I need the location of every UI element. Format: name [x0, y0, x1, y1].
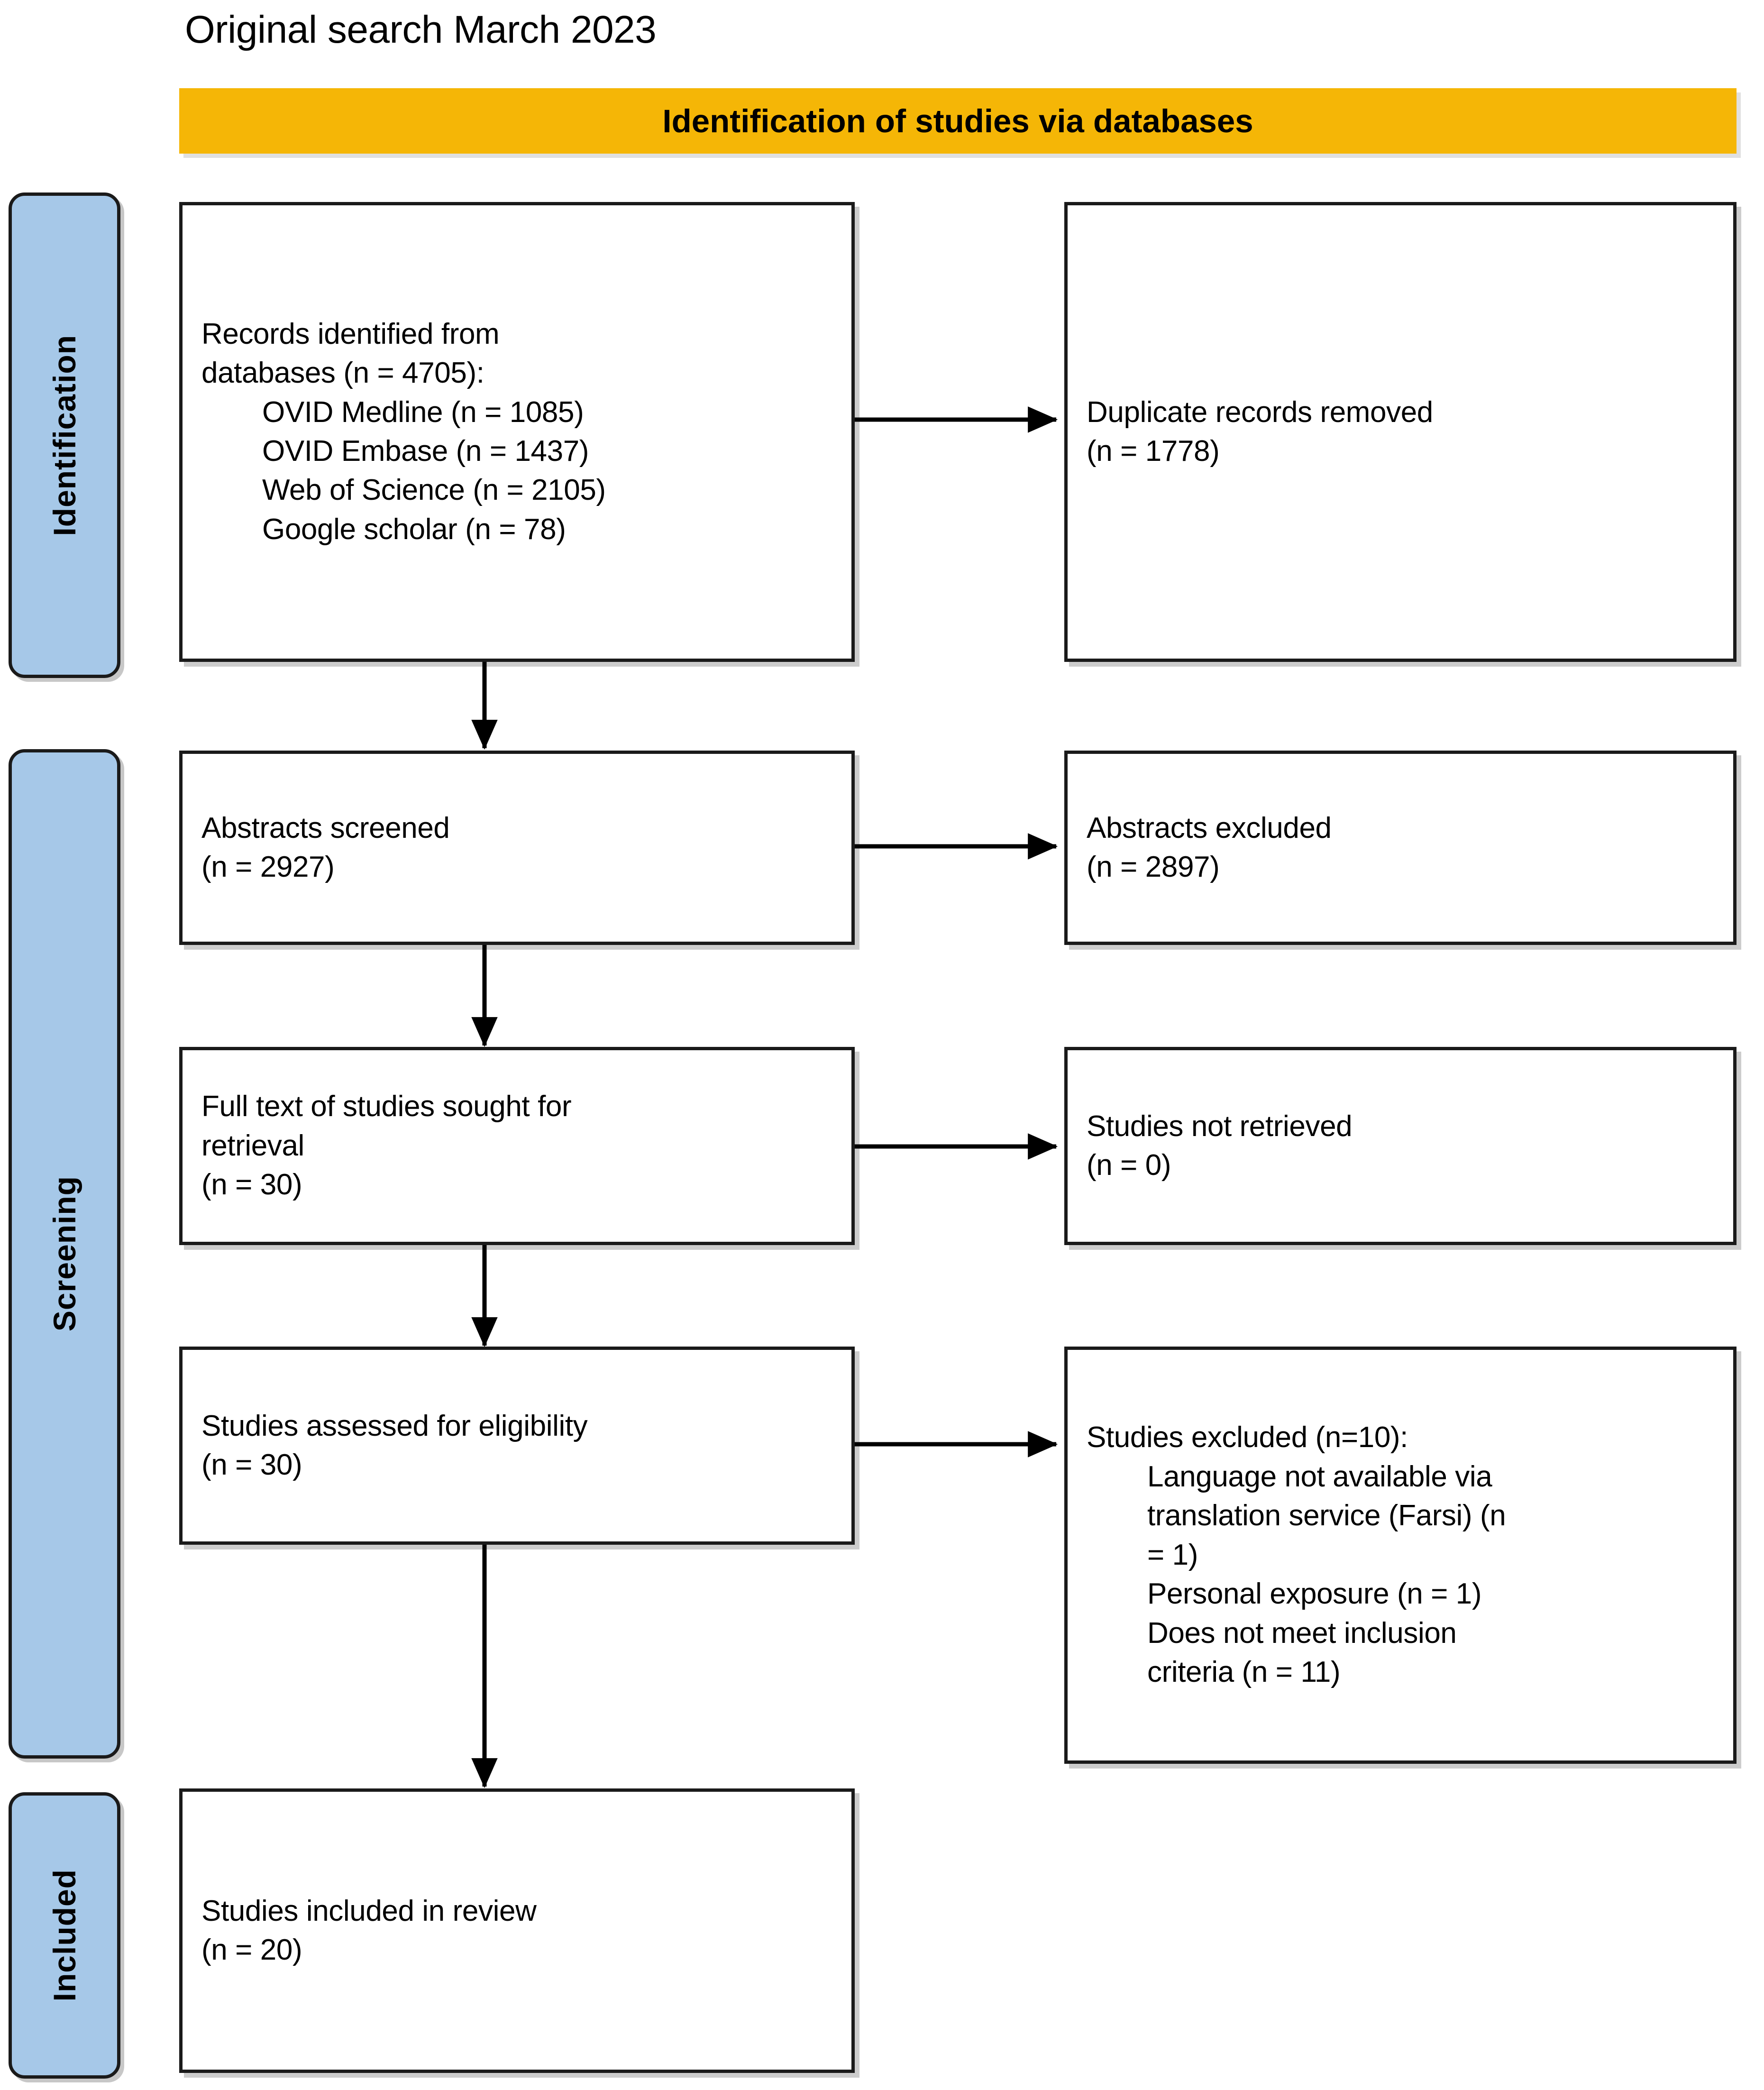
- studies-excluded-reason-inclusion-2: criteria (n = 11): [1147, 1656, 1341, 1689]
- studies-not-retrieved-line-1: Studies not retrieved: [1087, 1109, 1353, 1143]
- records-identified-line-1: Records identified from: [201, 317, 500, 350]
- fulltext-sought-line-3: (n = 30): [201, 1168, 302, 1201]
- node-studies-excluded: Studies excluded (n=10): Language not av…: [1064, 1347, 1737, 1764]
- node-duplicate-records-removed: Duplicate records removed (n = 1778): [1064, 202, 1737, 662]
- identification-banner-label: Identification of studies via databases: [662, 102, 1253, 139]
- abstracts-screened-line-1: Abstracts screened: [201, 811, 450, 844]
- abstracts-excluded-line-1: Abstracts excluded: [1087, 811, 1332, 844]
- studies-assessed-line-1: Studies assessed for eligibility: [201, 1409, 588, 1442]
- identification-banner: Identification of studies via databases: [179, 88, 1737, 154]
- records-identified-source-wos: Web of Science (n = 2105): [262, 474, 606, 507]
- stage-label-included: Included: [47, 1869, 82, 2002]
- stage-bar-screening: Screening: [9, 749, 120, 1759]
- records-identified-source-medline: OVID Medline (n = 1085): [262, 395, 584, 429]
- studies-excluded-heading: Studies excluded (n=10):: [1087, 1421, 1408, 1454]
- studies-excluded-reason-language-3: = 1): [1147, 1538, 1198, 1571]
- node-abstracts-screened: Abstracts screened (n = 2927): [179, 751, 855, 945]
- node-records-identified: Records identified from databases (n = 4…: [179, 202, 855, 662]
- fulltext-sought-line-1: Full text of studies sought for: [201, 1090, 572, 1123]
- stage-label-screening: Screening: [47, 1176, 82, 1332]
- node-fulltext-sought: Full text of studies sought for retrieva…: [179, 1047, 855, 1245]
- stage-bar-included: Included: [9, 1792, 120, 2079]
- studies-excluded-reason-personal-exposure: Personal exposure (n = 1): [1147, 1577, 1482, 1611]
- page-title: Original search March 2023: [185, 8, 657, 51]
- abstracts-screened-line-2: (n = 2927): [201, 851, 335, 883]
- studies-excluded-reason-inclusion-1: Does not meet inclusion: [1147, 1616, 1457, 1650]
- studies-included-line-2: (n = 20): [201, 1934, 302, 1966]
- node-abstracts-excluded: Abstracts excluded (n = 2897): [1064, 751, 1737, 945]
- duplicates-removed-line-2: (n = 1778): [1087, 435, 1220, 468]
- node-studies-assessed: Studies assessed for eligibility (n = 30…: [179, 1347, 855, 1545]
- fulltext-sought-line-2: retrieval: [201, 1129, 304, 1162]
- stage-bar-identification: Identification: [9, 192, 120, 678]
- studies-included-line-1: Studies included in review: [201, 1894, 537, 1927]
- studies-not-retrieved-line-2: (n = 0): [1087, 1149, 1171, 1182]
- abstracts-excluded-line-2: (n = 2897): [1087, 851, 1220, 883]
- records-identified-source-embase: OVID Embase (n = 1437): [262, 435, 589, 468]
- studies-excluded-reason-language-2: translation service (Farsi) (n: [1147, 1499, 1506, 1532]
- duplicates-removed-line-1: Duplicate records removed: [1087, 395, 1433, 429]
- node-studies-not-retrieved: Studies not retrieved (n = 0): [1064, 1047, 1737, 1245]
- records-identified-line-2: databases (n = 4705):: [201, 357, 484, 390]
- node-studies-included: Studies included in review (n = 20): [179, 1788, 855, 2073]
- studies-assessed-line-2: (n = 30): [201, 1448, 302, 1481]
- records-identified-source-gscholar: Google scholar (n = 78): [262, 513, 566, 546]
- stage-label-identification: Identification: [47, 334, 82, 536]
- studies-excluded-reason-language-1: Language not available via: [1147, 1460, 1492, 1493]
